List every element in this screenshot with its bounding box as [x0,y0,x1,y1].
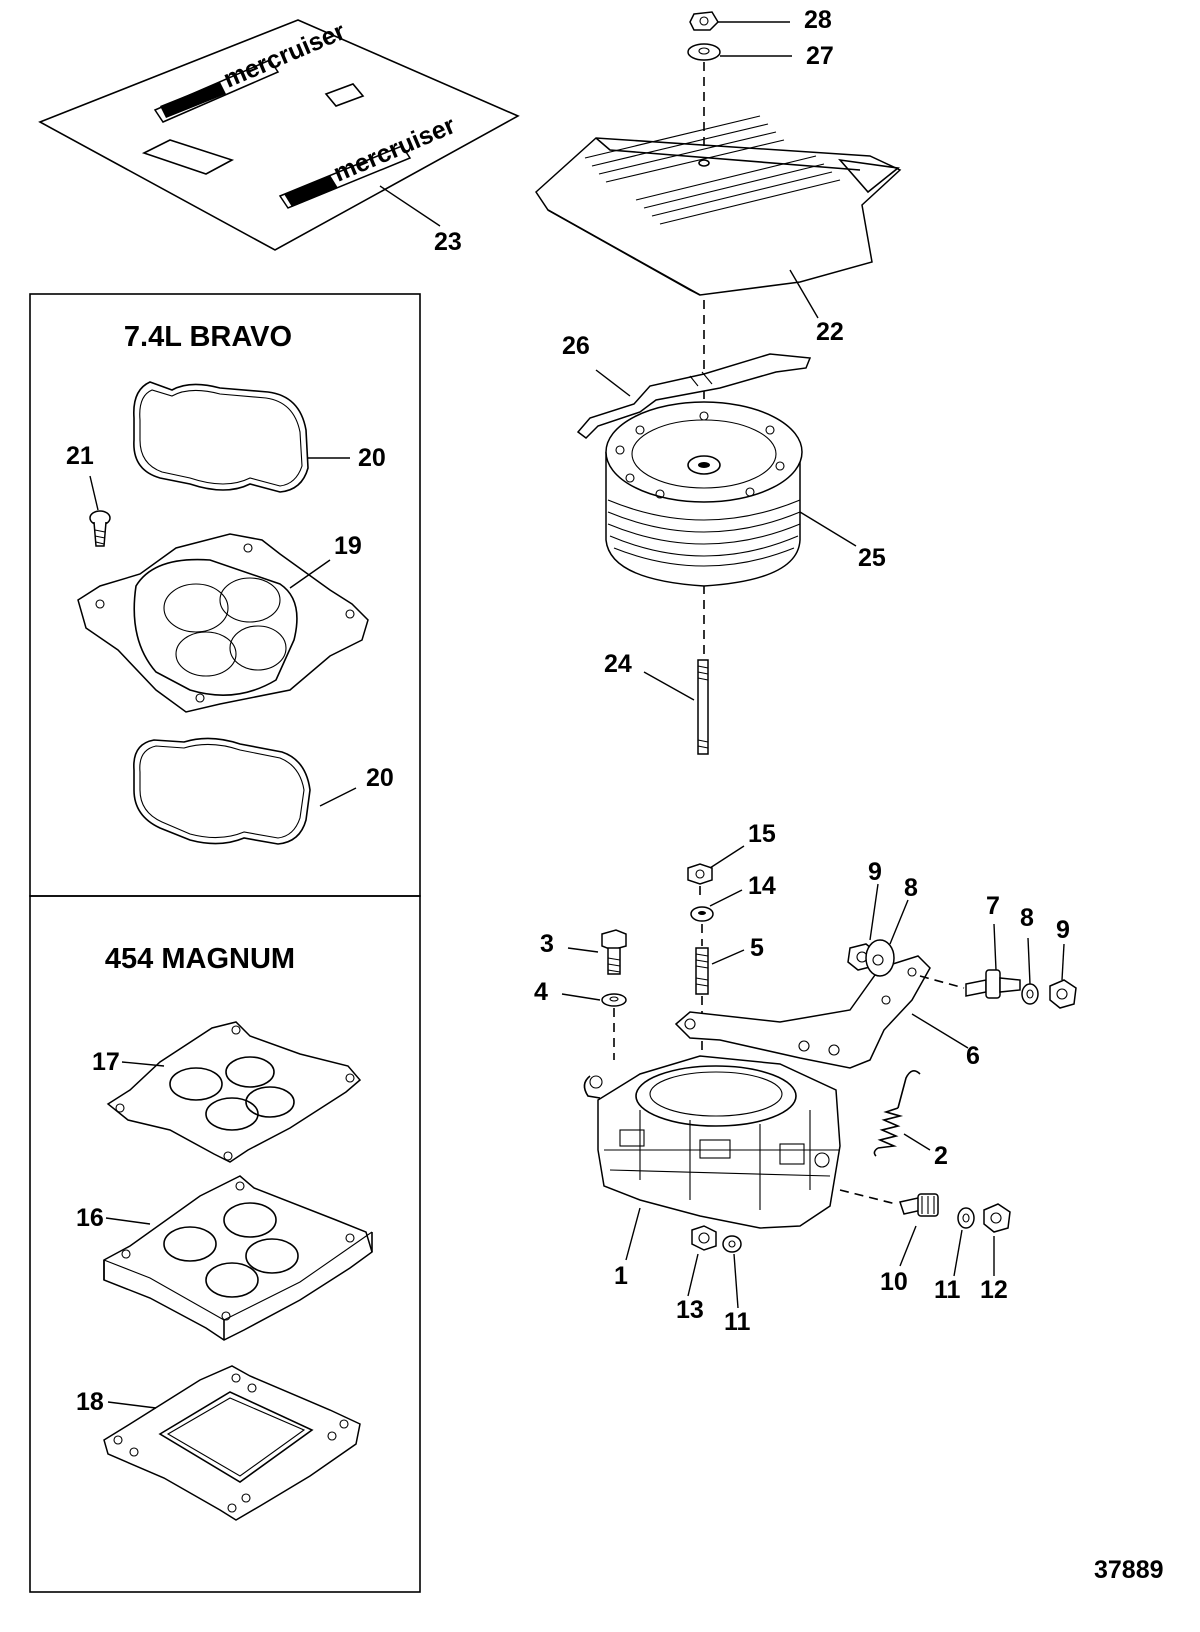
nut-13 [691,1225,717,1251]
callout-19: 19 [334,532,362,560]
callout-24: 24 [604,650,632,678]
stud-axis [699,886,703,1050]
washer-8-right [1021,983,1039,1005]
nut-9-right [1049,979,1077,1009]
callout-14: 14 [748,872,776,900]
callout-13: 13 [676,1296,704,1324]
gasket-20-bottom [133,737,311,845]
screw-10 [899,1193,939,1217]
callout-22: 22 [816,318,844,346]
washer-14 [690,906,714,922]
callout-15: 15 [748,820,776,848]
washer-11-right [957,1207,975,1229]
callout-28: 28 [804,6,832,34]
callout-6: 6 [966,1042,980,1070]
bracket-26 [576,353,812,439]
decal-sheet: mercruiser mercruiser [38,17,520,251]
callout-21: 21 [66,442,94,470]
callout-9-left: 9 [868,858,882,886]
callout-1: 1 [614,1262,628,1290]
callout-25: 25 [858,544,886,572]
callout-20-top: 20 [358,444,386,472]
ball-stud-8-left [865,939,895,977]
gasket-18 [103,1365,361,1521]
callout-27: 27 [806,42,834,70]
callout-26: 26 [562,332,590,360]
gasket-17 [106,1021,362,1163]
callout-9-right: 9 [1056,916,1070,944]
magnum-title: 454 MAGNUM [105,943,295,975]
callout-10: 10 [880,1268,908,1296]
washer-27 [687,43,721,61]
screw-21 [89,510,111,547]
decal-logo-top: mercruiser [219,17,349,93]
flame-arrestor [605,401,803,587]
spring-2 [873,1070,921,1157]
carburetor-1 [583,1055,841,1229]
gasket-20-top [133,381,309,493]
decal-logo-bottom: mercruiser [329,111,459,187]
nut-12 [983,1203,1011,1233]
spacer-plate-19 [77,533,369,713]
washer-11-bottom [722,1235,742,1253]
callout-16: 16 [76,1204,104,1232]
ball-stud-7 [965,969,1021,999]
callout-20-bottom: 20 [366,764,394,792]
callout-4: 4 [534,978,548,1006]
callouts: 28 27 23 22 26 25 24 21 20 19 20 17 16 1… [66,6,1070,1416]
decal-small-window [324,83,365,107]
callout-8-right: 8 [1020,904,1034,932]
figure-number: 37889 [1094,1556,1164,1584]
bravo-title: 7.4L BRAVO [124,321,292,353]
callout-17: 17 [92,1048,120,1076]
nut-28 [689,11,719,31]
stud-5 [695,947,709,995]
throttle-bracket-6 [674,955,931,1069]
callout-12: 12 [980,1276,1008,1304]
callout-8-left: 8 [904,874,918,902]
flame-arrestor-cover [535,115,902,296]
spacer-16 [103,1175,373,1341]
callout-18: 18 [76,1388,104,1416]
decal-window [141,139,235,175]
washer-4 [601,993,627,1007]
callout-23: 23 [434,228,462,256]
callout-7: 7 [986,892,1000,920]
callout-5: 5 [750,934,764,962]
nut-15 [687,863,713,885]
leader-lines [89,21,1065,1409]
bolt-3 [601,929,627,975]
callout-2: 2 [934,1142,948,1170]
callout-3: 3 [540,930,554,958]
stud-24 [697,659,709,755]
callout-11-bottom: 11 [724,1308,751,1336]
magnum-box [29,895,421,1593]
callout-11-right: 11 [934,1276,961,1304]
